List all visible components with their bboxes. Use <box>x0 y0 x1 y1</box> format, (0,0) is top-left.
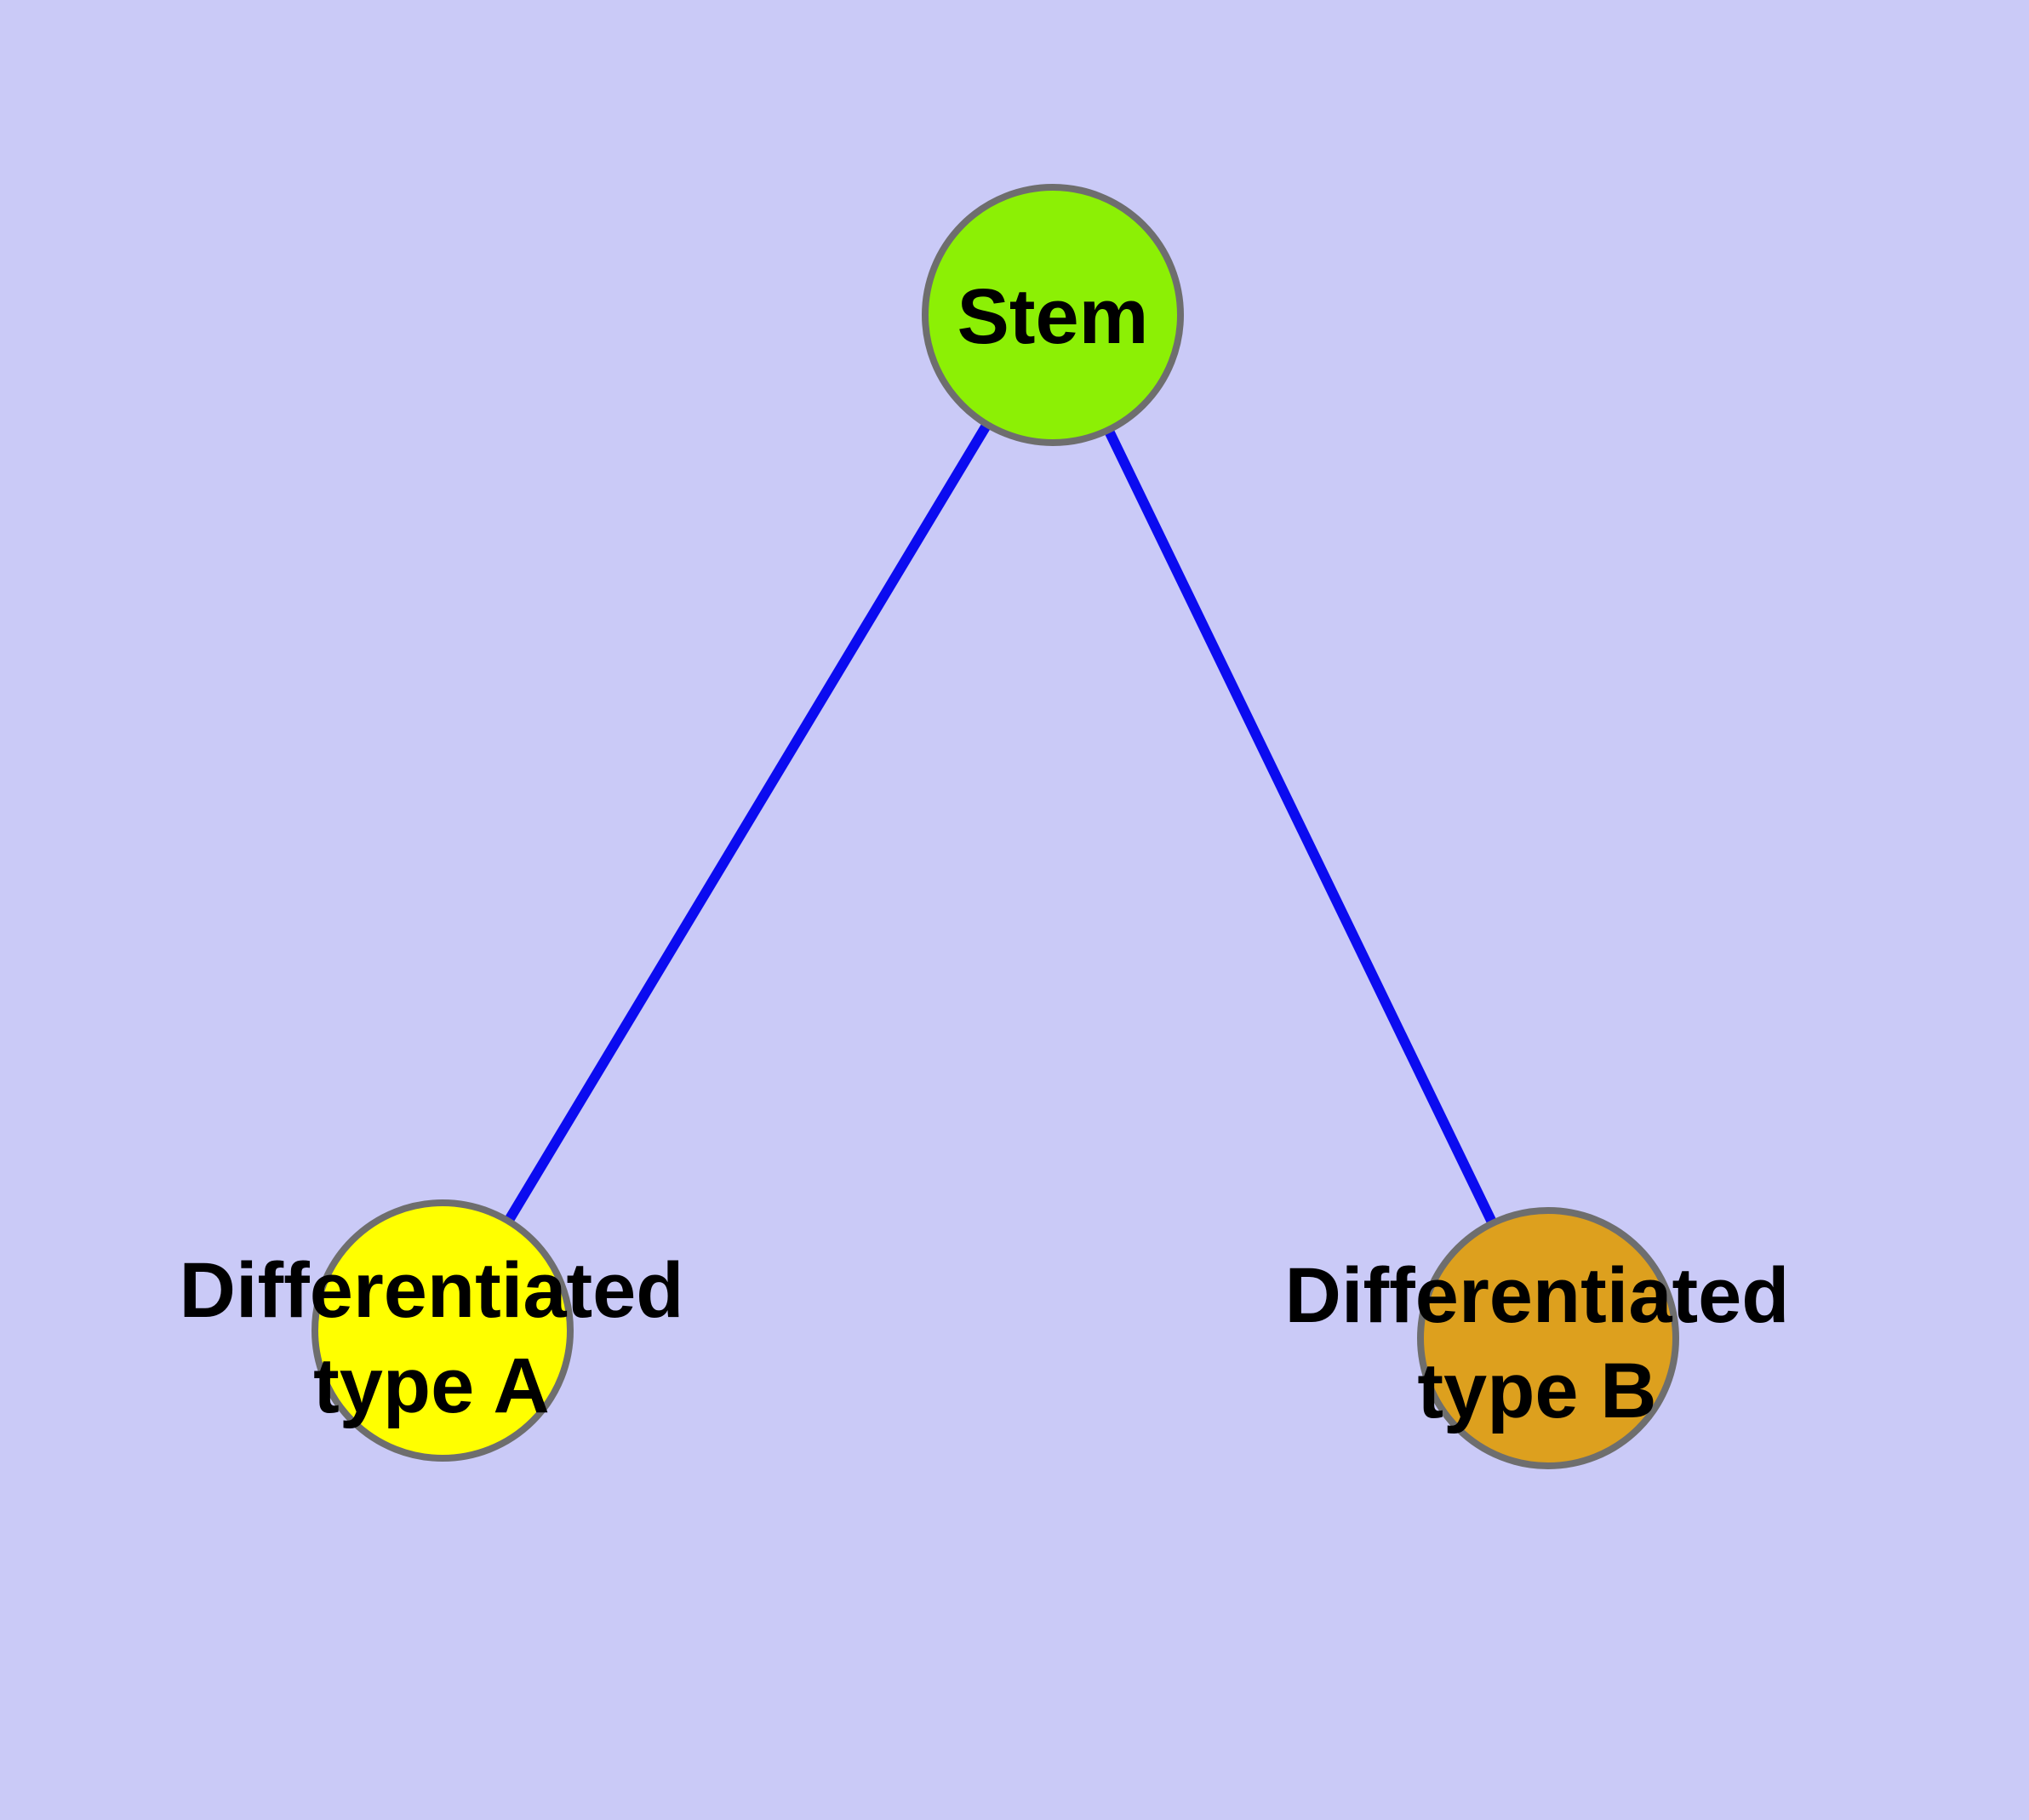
node-stem-label: Stem <box>957 272 1149 360</box>
node-differentiated-type-b-circle <box>1417 1207 1679 1469</box>
node-differentiated-type-a-label: Differentiated type A <box>179 1246 684 1429</box>
node-differentiated-type-a-circle <box>311 1199 574 1462</box>
node-differentiated-type-b-label: Differentiated type B <box>1284 1251 1790 1434</box>
edge-stem-to-type-a <box>437 312 1058 1334</box>
edge-stem-to-type-b <box>1048 312 1553 1341</box>
node-stem-circle <box>922 184 1184 446</box>
